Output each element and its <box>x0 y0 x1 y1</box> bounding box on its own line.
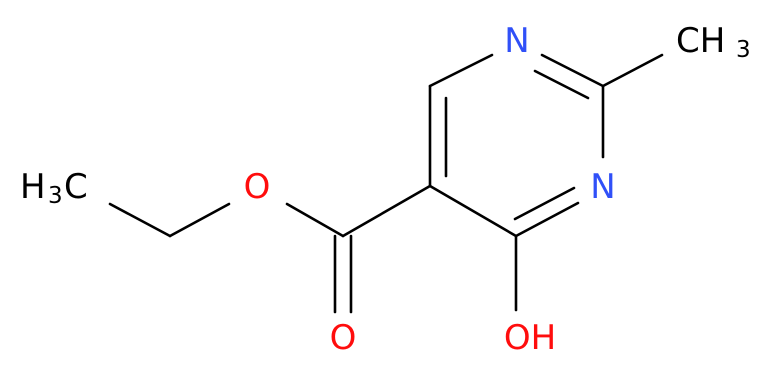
bond-n3-c4-inner <box>513 186 576 221</box>
bond-n1-c2 <box>540 53 605 88</box>
atom-labels: N N CH 3 H 3 C O O OH <box>20 21 751 358</box>
atom-methyl: CH 3 <box>676 21 751 63</box>
bond-n3-c4 <box>514 201 580 238</box>
bond-carbonyl-ester-o <box>285 202 345 238</box>
bond-ch2-ch3 <box>108 202 172 238</box>
atom-n1: N <box>504 21 529 61</box>
atom-carbonyl-oxygen: O <box>330 318 357 358</box>
bonds <box>108 53 664 314</box>
atom-ester-oxygen: O <box>244 167 271 207</box>
ethyl-methyl-subscript: 3 <box>48 183 63 209</box>
ethyl-methyl-h: H <box>20 167 46 207</box>
atom-hydroxyl: OH <box>504 318 556 358</box>
bond-ester-o-ch2 <box>168 202 231 238</box>
bond-c6-n1 <box>428 53 494 88</box>
methyl-subscript: 3 <box>736 37 751 63</box>
methyl-main: CH <box>676 21 725 61</box>
bond-n1-c2-inner <box>533 69 590 100</box>
bond-c5-carbonyl <box>341 184 432 238</box>
atom-ethyl-methyl: H 3 C <box>20 167 88 209</box>
bond-c2-methyl <box>601 53 664 88</box>
ethyl-methyl-c: C <box>64 167 88 207</box>
atom-n3: N <box>590 167 615 207</box>
bond-c4-c5 <box>428 184 518 238</box>
